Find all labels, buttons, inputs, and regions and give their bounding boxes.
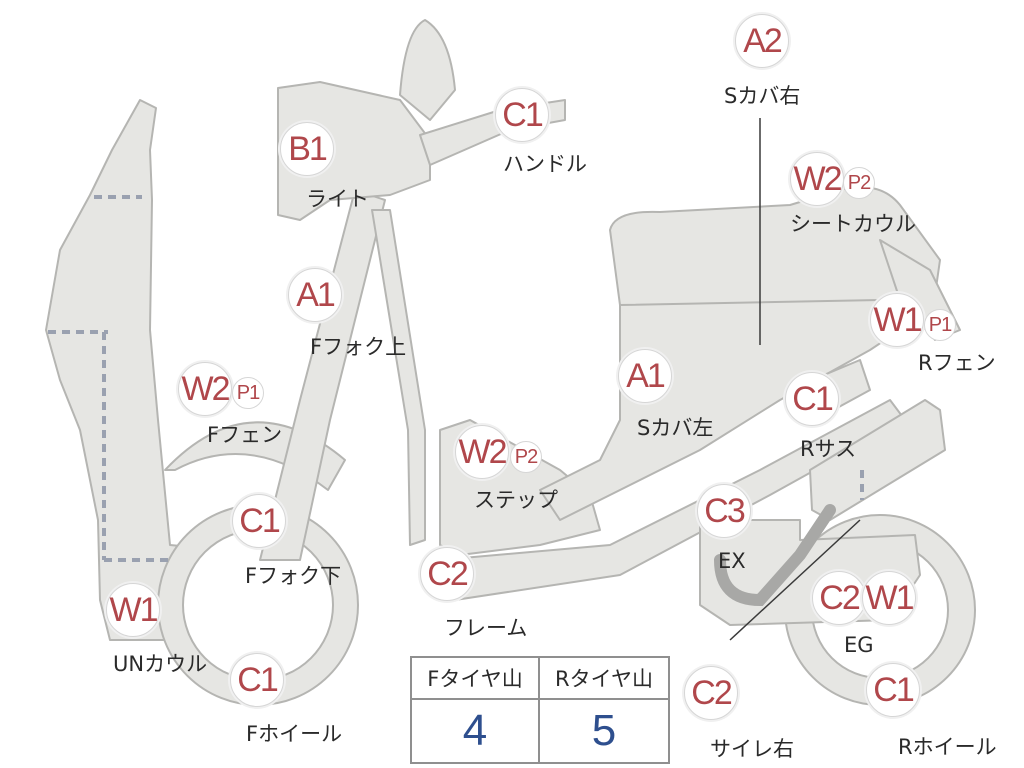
header-rear-tread: Rタイヤ山	[540, 658, 668, 700]
badge-w1-un-cowl: W1	[106, 583, 160, 637]
label-eg: EG	[844, 633, 874, 657]
badge-c1-rwheel: C1	[866, 663, 920, 717]
label-handle: ハンドル	[503, 152, 587, 176]
badge-b1-light: B1	[280, 122, 334, 176]
value-front-tread: 4	[412, 700, 540, 762]
label-rfender: Rフェン	[918, 351, 996, 375]
badge-c1-ffork-lower: C1	[232, 494, 286, 548]
front-fork	[259, 189, 386, 561]
badge-w2-ffender: W2	[178, 362, 232, 416]
pbadge-p2-step: P2	[510, 441, 542, 473]
silencer	[809, 399, 946, 521]
label-ffender: Fフェン	[207, 423, 283, 447]
label-scover-right: Sカバ右	[724, 84, 801, 108]
badge-c1-handle: C1	[495, 88, 549, 142]
badge-c3-ex: C3	[697, 484, 751, 538]
label-ffork-upper: Fフォク上	[310, 335, 407, 359]
label-frame: フレーム	[444, 616, 528, 640]
label-rwheel: Rホイール	[898, 735, 997, 759]
mirror	[399, 19, 456, 121]
pbadge-p1-ffender: P1	[232, 377, 264, 409]
exhaust-pipe	[714, 504, 836, 607]
headlight-cowl	[277, 81, 431, 221]
badge-c2-eg: C2	[812, 571, 866, 625]
label-scover-left: Sカバ左	[637, 416, 714, 440]
badge-w2-step: W2	[455, 425, 509, 479]
badge-a1-scover-left: A1	[618, 349, 672, 403]
tire-tread-table: Fタイヤ山 Rタイヤ山 4 5	[410, 656, 670, 764]
value-rear-tread: 5	[591, 706, 617, 755]
label-un-cowl: UNカウル	[113, 652, 208, 676]
label-silencer-right: サイレ右	[710, 737, 794, 761]
badge-w2-seat-cowl: W2	[790, 152, 844, 206]
pbadge-p2-seat-cowl: P2	[843, 167, 875, 199]
steering-column	[371, 209, 426, 546]
label-ex: EX	[718, 549, 746, 573]
badge-c1-fwheel: C1	[230, 653, 284, 707]
front-shield	[45, 99, 331, 641]
pbadge-p1-rfender: P1	[924, 309, 956, 341]
label-step: ステップ	[474, 488, 558, 512]
badge-c1-rsus: C1	[785, 372, 839, 426]
label-light: ライト	[306, 187, 369, 211]
label-seat-cowl: シートカウル	[790, 212, 916, 236]
label-rsus: Rサス	[800, 437, 857, 461]
leader-silencer	[729, 519, 861, 641]
badge-w1-rfender: W1	[870, 293, 924, 347]
badge-c2-frame: C2	[420, 547, 474, 601]
badge-a1-ffork-upper: A1	[288, 268, 342, 322]
label-fwheel: Fホイール	[246, 722, 343, 746]
badge-a2-scover-right: A2	[735, 14, 789, 68]
header-front-tread: Fタイヤ山	[412, 658, 540, 700]
badge-c2-silencer: C2	[684, 666, 738, 720]
badge-w1-eg: W1	[862, 571, 916, 625]
label-ffork-lower: Fフォク下	[245, 564, 342, 588]
